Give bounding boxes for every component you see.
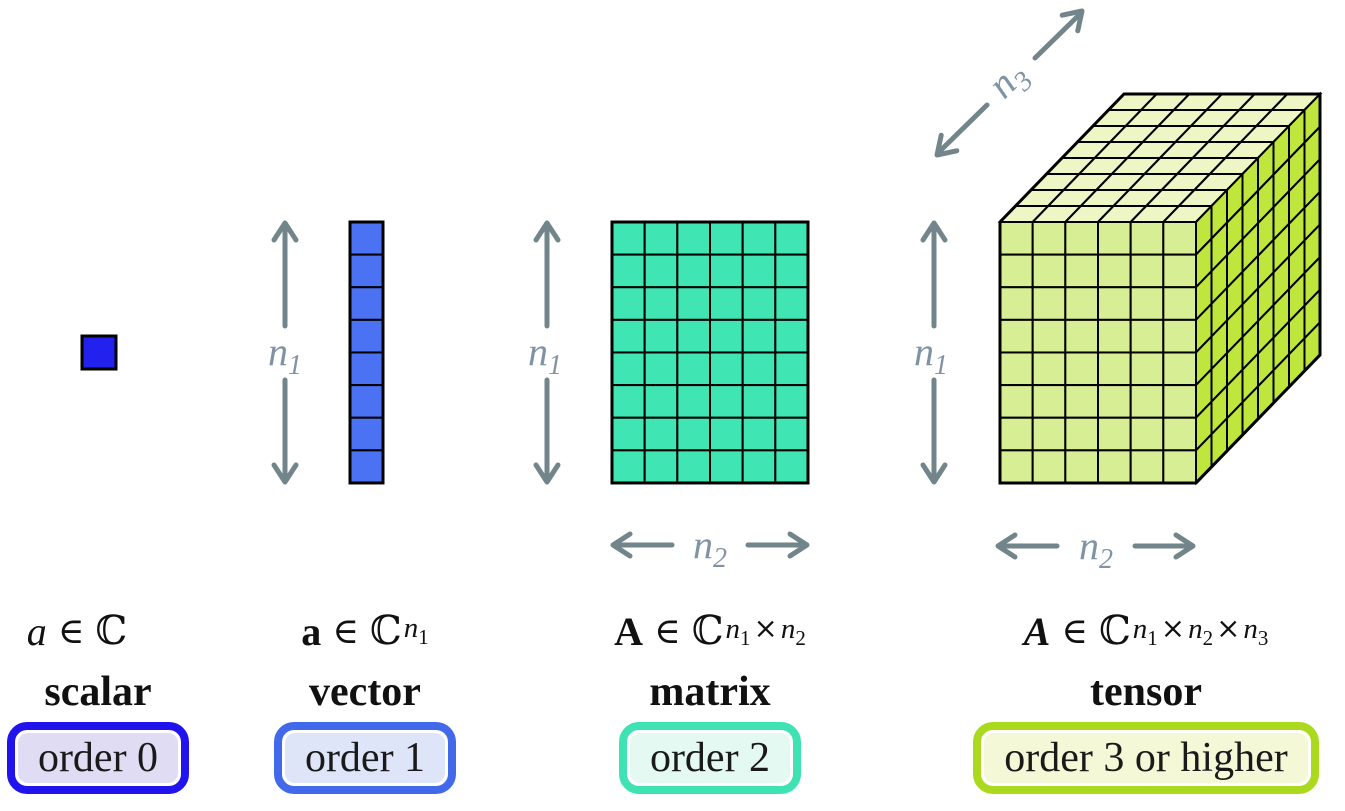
vector-order-badge: order 1 — [273, 722, 457, 794]
tensor-n3-arrow-label: n3 — [979, 51, 1040, 112]
tensor-n3-arrow: n3 — [934, 8, 1085, 158]
scalar-order-badge-label: order 0 — [17, 733, 179, 783]
matrix-name-label: matrix — [649, 669, 771, 715]
vector-badge-row: order 1 — [255, 722, 475, 794]
matrix-n2-arrow: n2 — [610, 522, 810, 574]
scalar-name-label: scalar — [44, 669, 152, 715]
matrix-n1-arrow-label: n1 — [528, 329, 562, 381]
tensor-n1-arrow-label: n1 — [914, 329, 948, 381]
vector-n1-arrow: n1 — [268, 220, 302, 485]
scalar-order-badge: order 0 — [6, 722, 190, 794]
tensor-cube — [997, 91, 1323, 486]
scalar-square — [80, 334, 118, 371]
matrix-n2-arrow-label: n2 — [693, 522, 727, 574]
matrix-grid — [610, 220, 810, 485]
vector-order-badge-label: order 1 — [284, 733, 446, 783]
tensor-name-label: tensor — [1090, 669, 1202, 715]
vector-strip — [348, 220, 385, 485]
vector-n1-arrow-label: n1 — [268, 329, 302, 381]
matrix-badge-row: order 2 — [580, 722, 840, 794]
vector-name-label: vector — [309, 669, 421, 715]
scalar-badge-row: order 0 — [0, 722, 198, 794]
matrix-order-badge: order 2 — [618, 722, 802, 794]
diagram-canvas: n1 n1 n1 n2 n2 n3 — [80, 8, 1323, 575]
tensor-order-badge: order 3 or higher — [973, 722, 1319, 794]
tensor-n2-arrow: n2 — [995, 523, 1196, 575]
tensor-n1-arrow: n1 — [914, 220, 948, 485]
tensor-n2-arrow-label: n2 — [1079, 523, 1113, 575]
tensor-order-badge-label: order 3 or higher — [984, 733, 1308, 783]
matrix-n1-arrow: n1 — [528, 220, 562, 485]
tensor-badge-row: order 3 or higher — [946, 722, 1345, 794]
scalar-math-label: a∈ℂ — [26, 608, 128, 654]
scalar-column: a∈ℂ scalar order 0 — [0, 600, 198, 794]
matrix-order-badge-label: order 2 — [629, 733, 791, 783]
